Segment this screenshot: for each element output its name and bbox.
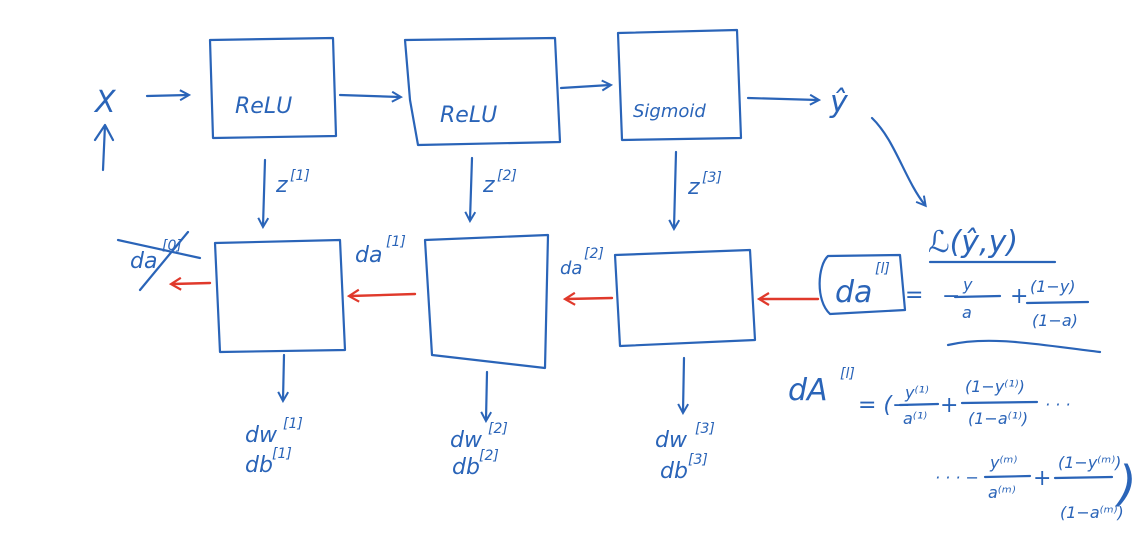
- dw1-label: dw: [245, 423, 278, 448]
- db1-label: db: [245, 453, 273, 478]
- dA-plus2: +: [1033, 466, 1051, 491]
- dw3-superscript: [3]: [695, 421, 715, 437]
- backward-arrow-da1: [346, 288, 417, 303]
- forward-box-layer2: [403, 36, 562, 147]
- dal-box: [818, 253, 907, 316]
- dA-t3-den: a⁽ᵐ⁾: [988, 483, 1016, 502]
- z2-label: z: [482, 173, 495, 198]
- grad-arrow-layer2: [486, 370, 487, 420]
- dal-label: da: [835, 275, 872, 310]
- backward-arrow-da2: [562, 291, 614, 306]
- dA-dots2: · · · −: [935, 468, 979, 487]
- input-x-label: X: [93, 85, 117, 120]
- dal-den2: (1−a): [1032, 311, 1078, 330]
- dA-fracline3: [983, 474, 1032, 479]
- forward-box-layer3: [616, 28, 743, 142]
- dA-t2-num: (1−y⁽¹⁾): [965, 377, 1025, 396]
- cache-arrow-layer1: [263, 158, 265, 226]
- z1-superscript: [1]: [290, 168, 310, 184]
- backward-box-layer3: [613, 248, 757, 348]
- dal-fracline2: [1025, 300, 1090, 305]
- dal-underline: [946, 339, 1102, 354]
- dal-superscript: [l]: [875, 261, 890, 277]
- layer3-activation-label: Sigmoid: [633, 101, 706, 122]
- backward-arrow-da0: [168, 276, 212, 291]
- db2-label: db: [452, 455, 480, 480]
- dA-superscript: [l]: [840, 366, 855, 382]
- cache-arrow-layer2: [470, 156, 472, 220]
- layer1-activation-label: ReLU: [235, 94, 292, 119]
- da2-label: da: [560, 258, 582, 279]
- dA-t3-num: y⁽ᵐ⁾: [989, 453, 1017, 472]
- dw2-label: dw: [450, 428, 483, 453]
- dA-label: dA: [788, 373, 828, 408]
- dA-plus1: +: [940, 393, 958, 418]
- backward-box-layer2: [423, 233, 550, 370]
- dal-num2: (1−y): [1030, 277, 1076, 296]
- dal-equals: =: [905, 283, 923, 308]
- z1-label: z: [275, 173, 288, 198]
- z2-superscript: [2]: [497, 168, 517, 184]
- dal-minus: −: [942, 284, 960, 309]
- da0-crossout: [116, 230, 202, 292]
- input-up-arrow: [93, 123, 115, 172]
- dA-fracline1: [898, 402, 940, 407]
- dA-t2-den: (1−a⁽¹⁾): [968, 409, 1028, 428]
- arrow-layer3-to-output: [746, 98, 818, 100]
- backward-box-layer1: [213, 238, 347, 354]
- forward-box-layer1: [208, 36, 338, 140]
- z3-superscript: [3]: [702, 170, 722, 186]
- dal-plus: +: [1010, 284, 1028, 309]
- dw1-superscript: [1]: [283, 416, 303, 432]
- da0-label: da: [130, 249, 157, 274]
- da2-superscript: [2]: [584, 246, 604, 262]
- z3-label: z: [687, 175, 700, 200]
- dA-t4-num: (1−y⁽ᵐ⁾): [1058, 453, 1121, 472]
- db3-label: db: [660, 459, 688, 484]
- output-yhat-label: ŷ: [829, 85, 849, 120]
- arrow-layer1-to-layer2: [338, 95, 400, 97]
- grad-arrow-layer3: [683, 356, 684, 412]
- loss-label: ℒ(ŷ,y): [928, 225, 1018, 260]
- db1-superscript: [1]: [272, 446, 292, 462]
- dal-num1: y: [962, 275, 973, 294]
- db3-superscript: [3]: [688, 452, 708, 468]
- dA-fracline2: [960, 400, 1039, 405]
- cache-arrow-layer3: [674, 150, 676, 228]
- layer2-activation-label: ReLU: [440, 103, 497, 128]
- dA-close-paren: ): [1115, 456, 1137, 512]
- dA-t1-num: y⁽¹⁾: [904, 383, 929, 402]
- grad-arrow-layer1: [283, 353, 284, 400]
- dA-t4-den: (1−a⁽ᵐ⁾): [1060, 503, 1124, 522]
- dA-fracline4: [1053, 475, 1114, 480]
- db2-superscript: [2]: [479, 448, 499, 464]
- arrow-output-to-loss: [870, 116, 925, 205]
- arrow-x-to-layer1: [145, 95, 188, 96]
- da1-label: da: [355, 243, 382, 268]
- arrow-layer2-to-layer3: [559, 85, 610, 88]
- dal-fracline1: [953, 294, 1002, 299]
- dA-t1-den: a⁽¹⁾: [903, 409, 927, 428]
- dal-den1: a: [962, 303, 972, 322]
- dw3-label: dw: [655, 428, 688, 453]
- da1-superscript: [1]: [386, 234, 406, 250]
- dA-dots1: · · ·: [1045, 395, 1070, 414]
- dw2-superscript: [2]: [488, 421, 508, 437]
